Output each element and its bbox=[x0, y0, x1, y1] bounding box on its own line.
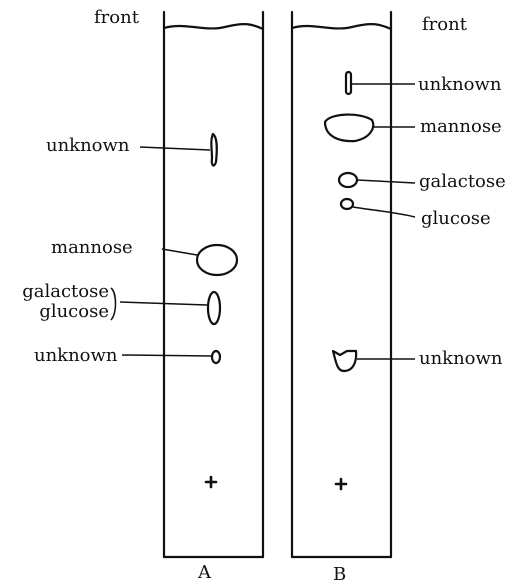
strip-a-solvent-front bbox=[162, 23, 265, 31]
strip-a-origin-mark bbox=[204, 475, 218, 489]
strip-b-spot-glucose bbox=[339, 197, 355, 211]
strip-a-label-mannose: mannose bbox=[51, 237, 133, 258]
strip-b-label-unknown-top: unknown bbox=[418, 74, 502, 95]
leader-a-unknown-bottom bbox=[121, 354, 213, 357]
strip-b bbox=[290, 10, 393, 559]
strip-b-label-unknown-bottom: unknown bbox=[419, 348, 503, 369]
strip-b-spot-unknown-top bbox=[344, 70, 353, 96]
leader-a-mannose bbox=[161, 248, 198, 256]
strip-b-label-mannose: mannose bbox=[420, 116, 502, 137]
leader-b-glucose bbox=[352, 206, 416, 218]
strip-a-label-glucose: glucose bbox=[39, 301, 109, 322]
bracket-galactose-glucose bbox=[110, 287, 117, 321]
strip-b-solvent-front bbox=[290, 23, 393, 31]
strip-a-spot-unknown-top bbox=[210, 132, 218, 167]
strip-b-origin-mark bbox=[334, 477, 348, 491]
strip-b-spot-galactose bbox=[337, 171, 359, 189]
strip-a-label-unknown-top: unknown bbox=[46, 135, 130, 156]
strip-a-spot-unknown-bottom bbox=[210, 349, 222, 365]
strip-a-front-label: front bbox=[94, 7, 139, 28]
strip-b-front-label: front bbox=[422, 14, 467, 35]
strip-b-spot-unknown-bottom bbox=[331, 349, 358, 373]
strip-b-name: B bbox=[333, 564, 347, 585]
leader-a-galactose-glucose bbox=[119, 301, 208, 306]
strip-b-spot-mannose bbox=[323, 113, 375, 143]
strip-a-label-galactose: galactose bbox=[22, 281, 109, 302]
strip-b-label-galactose: galactose bbox=[419, 171, 506, 192]
strip-a-spot-mannose bbox=[195, 243, 239, 277]
leader-b-galactose bbox=[356, 179, 416, 184]
strip-b-label-glucose: glucose bbox=[421, 208, 491, 229]
leader-a-unknown-top bbox=[139, 146, 211, 151]
strip-a-label-unknown-bottom: unknown bbox=[34, 345, 118, 366]
strip-a bbox=[162, 10, 265, 559]
strip-a-spot-galactose-glucose bbox=[206, 290, 222, 326]
strip-a-name: A bbox=[198, 562, 211, 583]
